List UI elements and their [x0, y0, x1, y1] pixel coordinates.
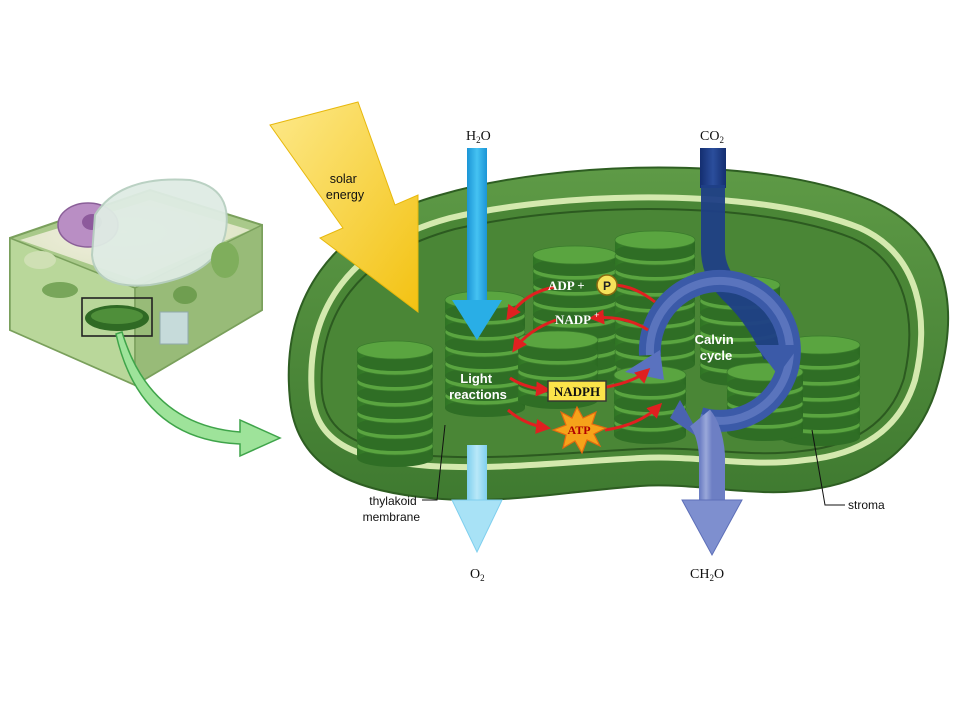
o2-arrow-shaft — [467, 445, 487, 505]
phosphate-icon — [596, 274, 618, 296]
svg-text:solar energy: solar energy — [326, 172, 365, 202]
svg-text:thylakoid membrane: thylakoid membrane — [363, 494, 421, 524]
thylakoid-disk-top — [532, 245, 618, 265]
thylakoid-disk-top — [614, 230, 696, 250]
stroma-label: stroma — [848, 498, 885, 512]
solar-label-line1: solar — [330, 172, 357, 186]
nadph-box — [547, 380, 607, 402]
ch2o-arrow-head — [681, 499, 743, 557]
h2o-label: H2O — [466, 129, 491, 145]
reaction-arrows — [506, 276, 663, 434]
nadp-label: NADP+ — [555, 310, 599, 327]
phosphate-label: P — [603, 279, 611, 293]
adp-label: ADP + — [548, 278, 585, 293]
light-reactions-line1: Light — [460, 371, 492, 386]
co2-path — [701, 185, 787, 360]
zoom-arrow — [115, 331, 282, 458]
co2-arrow-shaft — [700, 148, 726, 188]
thylakoid-disk-top — [356, 340, 434, 360]
atp-label: ATP — [567, 423, 590, 437]
ch2o-path — [689, 409, 725, 505]
h2o-arrow-shaft — [467, 148, 487, 308]
thylakoid-label-line1: thylakoid — [369, 494, 416, 508]
atp-burst — [551, 405, 608, 455]
plant-cell — [9, 178, 263, 387]
thylakoid-leader-line — [422, 424, 446, 501]
co2-label: CO2 — [700, 129, 724, 145]
light-reactions-line2: reactions — [449, 387, 507, 402]
svg-text:Light reactions: Light reactions — [449, 371, 507, 402]
calvin-cycle-line1: Calvin — [695, 332, 734, 347]
granum-stack — [613, 365, 687, 444]
o2-label: O2 — [470, 567, 485, 583]
solar-energy-arrow — [269, 101, 419, 314]
ch2o-label: CH2O — [690, 567, 724, 583]
solar-label-line2: energy — [326, 188, 365, 202]
nadph-label: NADPH — [554, 384, 600, 399]
stroma-leader-line — [811, 429, 845, 506]
svg-text:Calvin cycle: Calvin cycle — [695, 332, 738, 363]
granum-stack — [356, 340, 434, 467]
calvin-cycle-line2: cycle — [700, 348, 733, 363]
o2-arrow-head — [451, 499, 503, 554]
vacuole — [90, 178, 228, 287]
thylakoid-label-line2: membrane — [363, 510, 421, 524]
h2o-arrow-head — [452, 300, 502, 340]
